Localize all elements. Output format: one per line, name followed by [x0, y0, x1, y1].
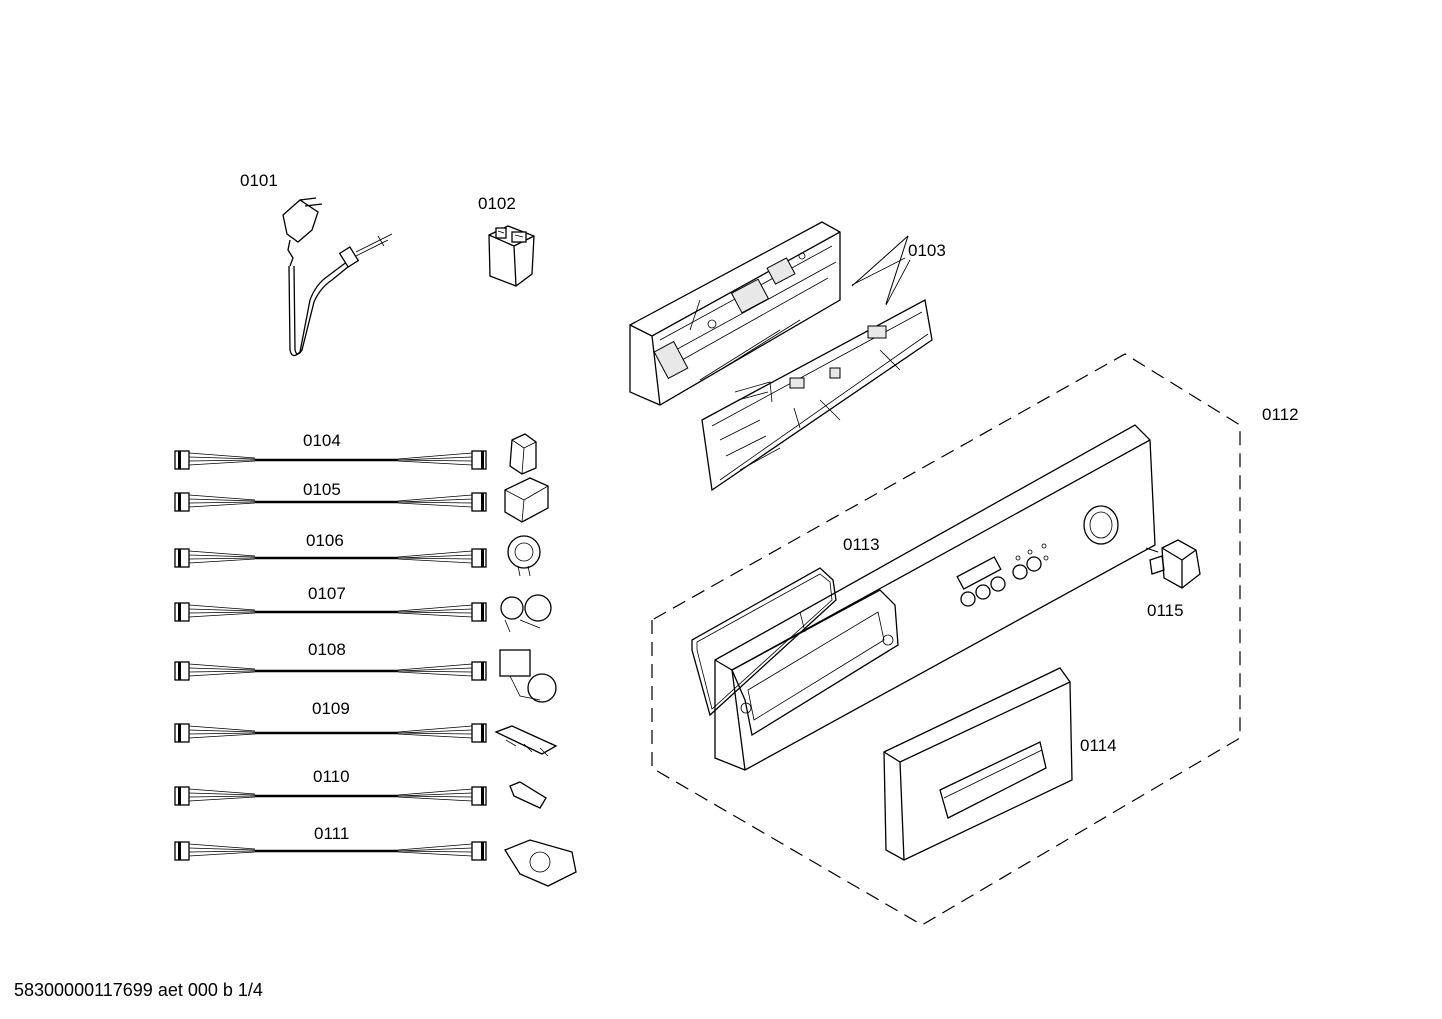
label-0107: 0107 [308, 584, 346, 603]
label-0115: 0115 [1147, 601, 1184, 620]
label-0109: 0109 [312, 699, 350, 718]
harness-0106 [174, 535, 541, 577]
power-cord-drawing [282, 197, 393, 357]
control-panel-fascia-drawing [691, 424, 1156, 771]
harness-0105 [174, 477, 549, 523]
harness-0104 [174, 433, 537, 475]
label-0110: 0110 [313, 767, 350, 786]
label-0113: 0113 [843, 535, 880, 554]
label-0108: 0108 [308, 640, 346, 659]
dispenser-handle-drawing [883, 667, 1073, 861]
control-module-drawing [629, 221, 933, 492]
program-knob-drawing [1149, 539, 1201, 589]
assembly-0112-outline [651, 353, 1241, 926]
harness-0110 [174, 781, 547, 809]
label-0111: 0111 [314, 824, 349, 843]
harness-0108 [174, 649, 557, 703]
label-0103: 0103 [908, 241, 946, 260]
interference-filter-drawing [488, 225, 535, 287]
label-0112: 0112 [1262, 405, 1299, 424]
label-0105: 0105 [303, 480, 341, 499]
label-0104: 0104 [303, 431, 341, 450]
label-0114: 0114 [1080, 736, 1117, 755]
label-0102: 0102 [478, 194, 516, 213]
document-code: 58300000117699 aet 000 b 1/4 [14, 980, 263, 1000]
leader-lines [851, 235, 1159, 553]
label-0106: 0106 [306, 531, 344, 550]
harness-rows [174, 433, 577, 887]
harness-0109 [174, 723, 558, 757]
harness-0107 [174, 594, 552, 633]
label-0101: 0101 [240, 171, 278, 190]
harness-0111 [174, 839, 577, 887]
